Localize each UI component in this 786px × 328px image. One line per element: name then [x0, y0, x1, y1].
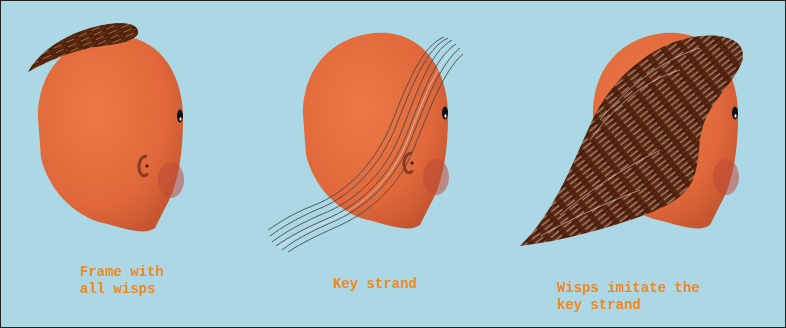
caption-label: Wisps imitate the key strand — [557, 280, 717, 314]
hair-highlight — [540, 48, 700, 236]
caption-label: Key strand — [333, 276, 433, 293]
hair-wisps — [520, 35, 743, 246]
hair-wisps — [28, 23, 138, 72]
head-figure — [303, 33, 449, 229]
caption-label: Frame with all wisps — [80, 264, 180, 298]
key-strand — [268, 37, 463, 252]
head-figure — [38, 36, 184, 232]
